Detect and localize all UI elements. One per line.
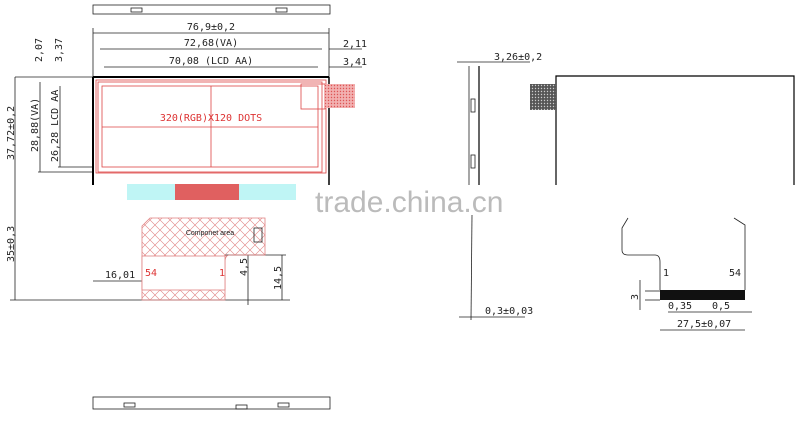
back-pin-label-54: 54 [729,268,741,279]
top-edge-view [92,4,331,15]
lcd-panel-front [92,76,355,185]
driver-ic [175,184,239,200]
dim-contact-width: 0,35 [668,301,692,312]
dim-fpc-thickness: 0,3±0,03 [485,306,533,317]
active-area [101,85,319,168]
dim-thickness: 3,26±0,2 [494,52,542,63]
watermark: trade.china.cn [315,186,503,219]
dim-va-height: 28,88(VA) [30,98,41,152]
dim-fpc-length: 35±0,3 [6,226,17,262]
resolution-label: 320(RGB)X120 DOTS [160,113,262,124]
dim-right-aa: 3,41 [343,57,367,68]
fpc-front [141,217,266,301]
dim-fpc-offset: 16,01 [105,270,135,281]
dim-fpc-pad: 4,5 [239,258,250,276]
back-pin-label-1: 1 [663,268,669,279]
dim-top-aa: 3,37 [54,38,65,62]
dim-fpc-tail: 14,5 [273,266,284,290]
bottom-edge-view [92,396,331,410]
dim-va-width: 72,68(VA) [184,38,238,49]
hatched-tab [325,84,355,108]
dim-right-va: 2,11 [343,39,367,50]
dim-contact-length: 3 [630,294,641,300]
side-view [457,61,530,321]
dim-fpc-width: 27,5±0,07 [677,319,731,330]
dim-pitch: 0,5 [712,301,730,312]
pin-label-1: 1 [219,268,225,279]
dim-aa-width: 70,08 (LCD AA) [169,56,253,67]
back-view [530,75,795,331]
dim-aa-height: 26,28 LCD AA [50,90,61,162]
dim-total-width: 76,9±0,2 [187,22,235,33]
component-area-label: Componet area [186,230,234,237]
dim-total-height: 37,72±0,2 [6,106,17,160]
pin-label-54: 54 [145,268,157,279]
dim-top-va: 2,07 [34,38,45,62]
